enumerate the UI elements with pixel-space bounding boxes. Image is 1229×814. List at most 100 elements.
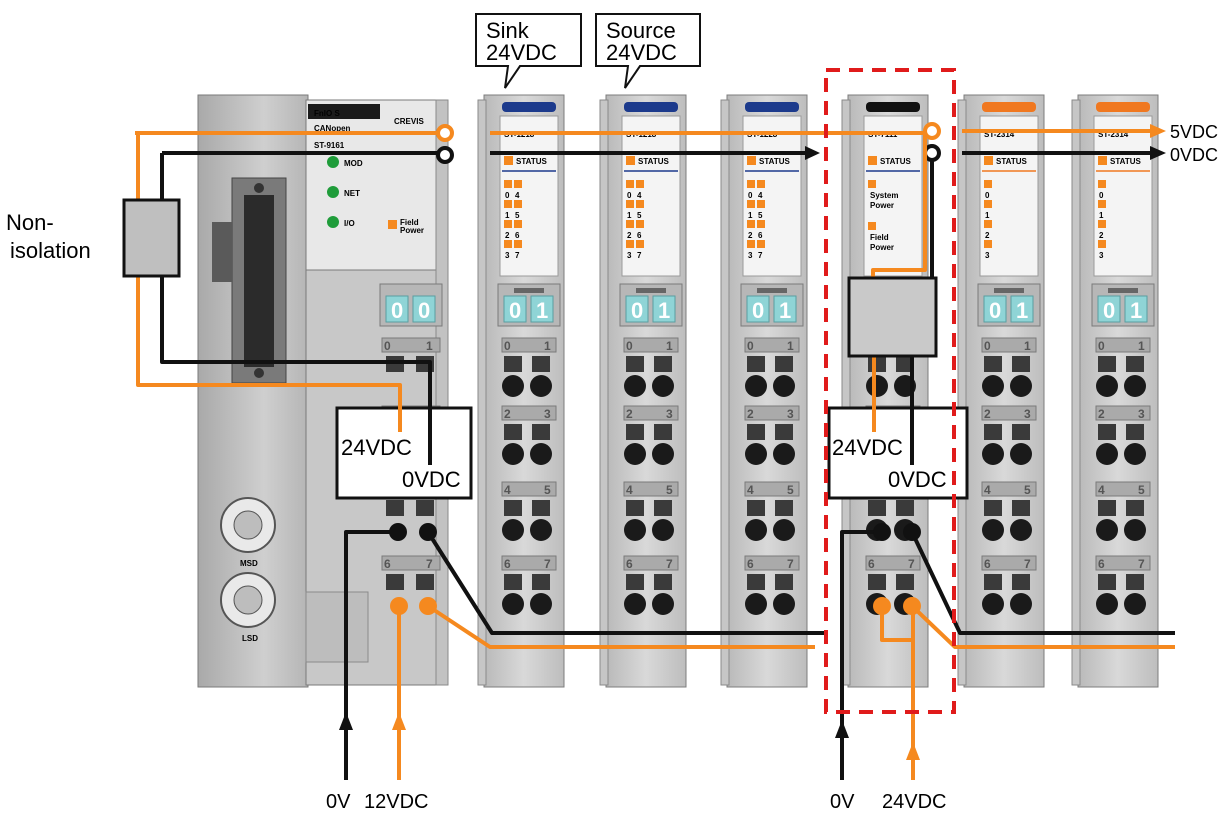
status-led bbox=[1098, 156, 1107, 165]
adapter-terminal-release bbox=[386, 574, 404, 590]
adapter-terminal-number: 0 bbox=[384, 339, 391, 353]
module-label-plate bbox=[979, 115, 1039, 277]
channel-number: 5 bbox=[515, 211, 520, 220]
terminal-label-strip bbox=[501, 405, 557, 421]
terminal-release bbox=[775, 500, 793, 516]
terminal-release bbox=[504, 424, 522, 440]
address-digit-box bbox=[652, 295, 676, 323]
address-digit-box bbox=[625, 295, 649, 323]
black-field-line-left bbox=[426, 530, 825, 635]
arrow-orange-right bbox=[906, 742, 920, 760]
terminal-label-strip bbox=[865, 555, 921, 571]
channel-led bbox=[1098, 220, 1106, 228]
terminal-number: 6 bbox=[504, 557, 511, 571]
module-cap bbox=[982, 102, 1036, 112]
led-io bbox=[327, 216, 339, 228]
terminal-number: 5 bbox=[666, 483, 673, 497]
channel-number: 2 bbox=[1099, 231, 1104, 240]
isolation-converter-box bbox=[847, 276, 938, 358]
terminal-release bbox=[747, 424, 765, 440]
black-bus-arrow bbox=[805, 146, 820, 160]
adapter-maker: CREVIS bbox=[394, 117, 424, 126]
address-digit-box bbox=[983, 295, 1007, 323]
terminal-hole bbox=[773, 443, 795, 465]
address-digit-box bbox=[503, 295, 527, 323]
channel-number: 7 bbox=[637, 251, 642, 260]
switch-label-msd: MSD bbox=[240, 559, 258, 568]
module-rail bbox=[720, 99, 730, 686]
adapter-digit: 0 bbox=[391, 298, 403, 323]
terminal-orange-d bbox=[903, 597, 921, 615]
arrow-orange-left bbox=[392, 712, 406, 730]
field-power-led bbox=[388, 220, 397, 229]
channel-led bbox=[757, 240, 765, 248]
status-label: STATUS bbox=[638, 157, 669, 166]
terminal-hole bbox=[530, 519, 552, 541]
io-module: ST-7111STATUSSystemPowerFieldPower012345… bbox=[841, 94, 929, 688]
terminal-hole bbox=[1096, 593, 1118, 615]
terminal-release bbox=[626, 574, 644, 590]
address-digit: 0 bbox=[509, 298, 521, 323]
terminal-black-d bbox=[903, 523, 921, 541]
terminal-release bbox=[1012, 574, 1030, 590]
channel-number: 4 bbox=[515, 191, 520, 200]
channel-led bbox=[984, 220, 992, 228]
terminal-release bbox=[747, 356, 765, 372]
adapter-terminal-strip bbox=[381, 555, 441, 571]
channel-number: 1 bbox=[1099, 211, 1104, 220]
terminal-release bbox=[984, 574, 1002, 590]
channel-number: 0 bbox=[627, 191, 632, 200]
terminal-number: 3 bbox=[787, 407, 794, 421]
terminal-number: 5 bbox=[787, 483, 794, 497]
terminal-hole bbox=[652, 519, 674, 541]
arrow-black-right bbox=[835, 720, 849, 738]
terminal-label-strip bbox=[744, 481, 800, 497]
module-rail bbox=[1071, 99, 1081, 686]
channel-number: 7 bbox=[515, 251, 520, 260]
adapter-digit: 0 bbox=[418, 298, 430, 323]
terminal-number: 1 bbox=[666, 339, 673, 353]
terminal-release bbox=[1098, 424, 1116, 440]
non-isolation-box bbox=[122, 198, 181, 278]
power-module-text: Field bbox=[870, 233, 889, 242]
channel-number: 0 bbox=[748, 191, 753, 200]
label-5vdc: 5VDC bbox=[1170, 122, 1218, 142]
adapter-terminal-number: 1 bbox=[426, 339, 433, 353]
channel-led bbox=[757, 200, 765, 208]
rotary-switch-msd-knob bbox=[233, 510, 263, 540]
channel-number: 3 bbox=[627, 251, 632, 260]
module-label-plate bbox=[621, 115, 681, 277]
terminal-release bbox=[1012, 356, 1030, 372]
terminal-number: 4 bbox=[1098, 483, 1105, 497]
terminal-hole bbox=[982, 519, 1004, 541]
callout-source-line2: 24VDC bbox=[606, 40, 677, 65]
terminal-release bbox=[532, 500, 550, 516]
callout-sink-line2: 24VDC bbox=[486, 40, 557, 65]
non-isolation-label-1: Non- bbox=[6, 210, 54, 235]
terminal-label-strip bbox=[744, 555, 800, 571]
status-label: STATUS bbox=[880, 157, 911, 166]
label-0vdc-right: 0VDC bbox=[1170, 145, 1218, 165]
terminal-label-strip bbox=[1095, 555, 1151, 571]
switch-label-lsd: LSD bbox=[242, 634, 258, 643]
network-adapter: FnIO S CREVIS CANopen ST-9161 MOD NET I/… bbox=[197, 94, 449, 688]
terminal-number: 2 bbox=[626, 407, 633, 421]
led-net bbox=[327, 186, 339, 198]
module-rail bbox=[957, 99, 967, 686]
terminal-label-strip bbox=[623, 481, 679, 497]
terminal-hole bbox=[652, 375, 674, 397]
terminal-release bbox=[1126, 500, 1144, 516]
terminal-release bbox=[504, 356, 522, 372]
terminal-number: 1 bbox=[1024, 339, 1031, 353]
status-led bbox=[868, 156, 877, 165]
channel-number: 7 bbox=[758, 251, 763, 260]
screw-top bbox=[254, 183, 264, 193]
adapter-terminal-strip bbox=[381, 337, 441, 353]
terminal-number: 7 bbox=[1024, 557, 1031, 571]
terminal-number: 5 bbox=[1138, 483, 1145, 497]
channel-number: 2 bbox=[748, 231, 753, 240]
terminal-release bbox=[532, 574, 550, 590]
address-digit-box bbox=[773, 295, 797, 323]
